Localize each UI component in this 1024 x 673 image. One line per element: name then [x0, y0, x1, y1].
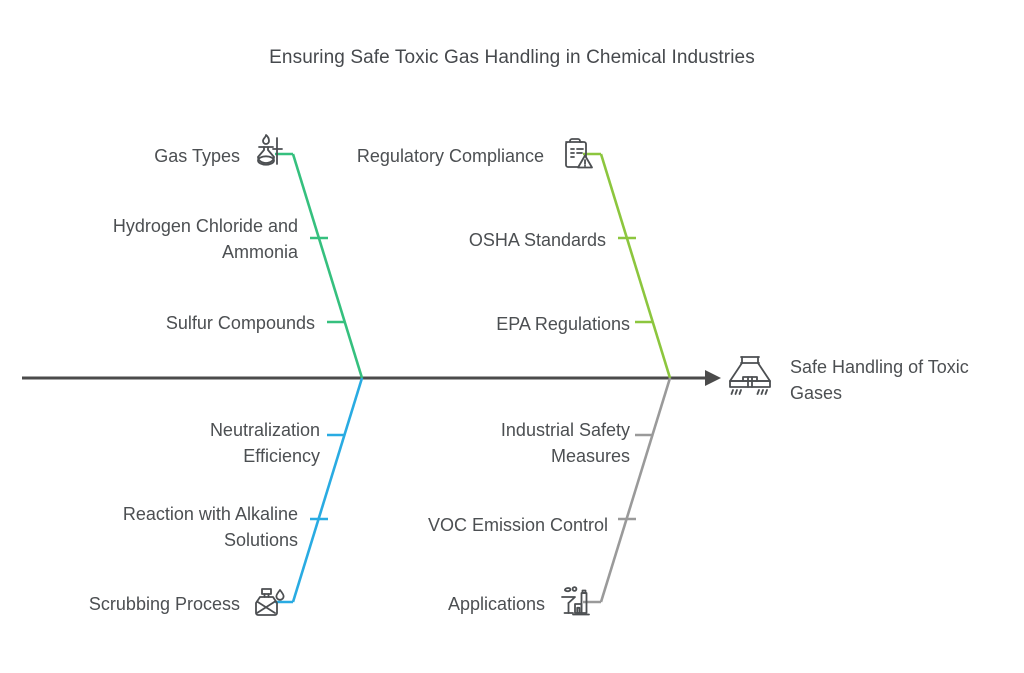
branch-cause-sulfur-compounds[interactable]: Sulfur Compounds: [165, 313, 315, 333]
branch-cause-voc-emission-control[interactable]: VOC Emission Control: [427, 515, 608, 535]
spine-arrowhead: [705, 370, 721, 386]
branch-line-applications: [599, 377, 672, 603]
factory-icon: [556, 579, 600, 623]
bunsen-burner-icon: [246, 131, 290, 175]
chemical-canister-icon: [246, 579, 290, 623]
fume-hood-icon: [722, 352, 778, 404]
branch-line-regulatory-compliance: [599, 153, 672, 379]
branch-cause-industrial-safety-measures[interactable]: Industrial Safety Measures: [500, 420, 630, 466]
branch-category-applications[interactable]: Applications: [447, 594, 545, 614]
page-title: Ensuring Safe Toxic Gas Handling in Chem…: [269, 47, 755, 68]
branch-category-gas-types[interactable]: Gas Types: [154, 146, 240, 166]
branch-category-regulatory-compliance[interactable]: Regulatory Compliance: [356, 146, 544, 166]
branch-line-scrubbing-process: [291, 377, 364, 603]
clipboard-warning-icon: [554, 131, 598, 175]
branch-cause-reaction-alkaline-solutions[interactable]: Reaction with Alkaline Solutions: [122, 504, 298, 550]
branch-line-gas-types: [291, 153, 364, 379]
branch-cause-neutralization-efficiency[interactable]: Neutralization Efficiency: [209, 420, 320, 466]
branch-category-scrubbing-process[interactable]: Scrubbing Process: [88, 594, 240, 614]
branch-cause-hydrogen-chloride-ammonia[interactable]: Hydrogen Chloride and Ammonia: [112, 216, 298, 262]
effect-label: Safe Handling of Toxic Gases: [790, 357, 969, 403]
branch-cause-osha-standards[interactable]: OSHA Standards: [468, 230, 606, 250]
branch-cause-epa-regulations[interactable]: EPA Regulations: [496, 314, 630, 334]
